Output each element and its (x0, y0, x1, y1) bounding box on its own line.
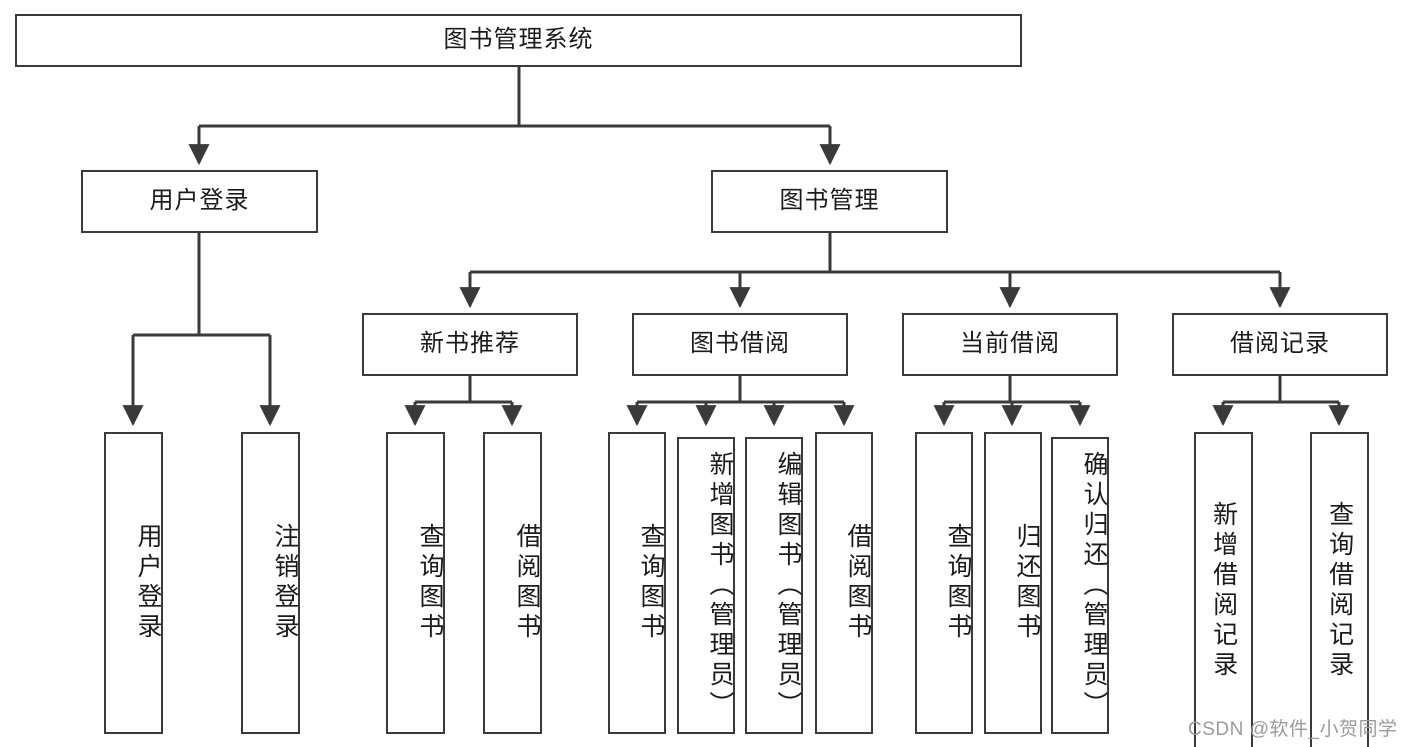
node-label: 用户登录 (149, 187, 250, 215)
leaf-recommend-borrow-book[interactable]: 借阅图书 (483, 432, 542, 734)
leaf-borrow-borrow-book[interactable]: 借阅图书 (815, 432, 873, 734)
node-book-borrow[interactable]: 图书借阅 (632, 313, 848, 376)
node-label: 查询借阅记录 (1325, 501, 1354, 681)
leaf-user-login-signin[interactable]: 用户登录 (104, 432, 163, 734)
node-label: 确认归还（管理员） (1080, 450, 1108, 721)
node-label: 新增图书（管理员） (706, 450, 734, 721)
leaf-borrow-query-book[interactable]: 查询图书 (608, 432, 666, 734)
node-label: 借阅记录 (1230, 330, 1330, 358)
leaf-recommend-query-book[interactable]: 查询图书 (386, 432, 445, 734)
node-current-borrow[interactable]: 当前借阅 (902, 313, 1118, 376)
node-borrow-records[interactable]: 借阅记录 (1172, 313, 1388, 376)
node-label: 图书借阅 (690, 330, 790, 358)
node-label: 查询图书 (637, 523, 665, 643)
leaf-borrow-add-book-admin[interactable]: 新增图书（管理员） (677, 437, 735, 734)
node-label: 编辑图书（管理员） (774, 450, 802, 721)
node-label: 注销登录 (271, 523, 299, 643)
node-label: 借阅图书 (513, 523, 541, 643)
leaf-user-login-signout[interactable]: 注销登录 (241, 432, 300, 734)
leaf-current-confirm-return-admin[interactable]: 确认归还（管理员） (1051, 437, 1109, 734)
node-label: 当前借阅 (960, 330, 1060, 358)
leaf-records-add-record[interactable]: 新增借阅记录 (1194, 432, 1253, 747)
node-label: 图书管理系统 (443, 26, 594, 54)
node-label: 新书推荐 (420, 330, 520, 358)
csdn-watermark: CSDN @软件_小贺同学 (1188, 719, 1398, 740)
leaf-borrow-edit-book-admin[interactable]: 编辑图书（管理员） (745, 437, 803, 734)
leaf-current-query-book[interactable]: 查询图书 (915, 432, 973, 734)
leaf-current-return-book[interactable]: 归还图书 (984, 432, 1042, 734)
node-new-book-recommend[interactable]: 新书推荐 (362, 313, 578, 376)
node-book-management[interactable]: 图书管理 (711, 170, 948, 233)
node-user-login[interactable]: 用户登录 (81, 170, 318, 233)
node-label: 图书管理 (779, 187, 880, 215)
node-label: 归还图书 (1013, 523, 1041, 643)
node-label: 查询图书 (944, 523, 972, 643)
node-root-system[interactable]: 图书管理系统 (15, 14, 1022, 67)
node-label: 新增借阅记录 (1209, 501, 1238, 681)
node-label: 查询图书 (416, 523, 444, 643)
node-label: 借阅图书 (844, 523, 872, 643)
node-label: 用户登录 (134, 523, 162, 643)
leaf-records-query-record[interactable]: 查询借阅记录 (1310, 432, 1369, 747)
